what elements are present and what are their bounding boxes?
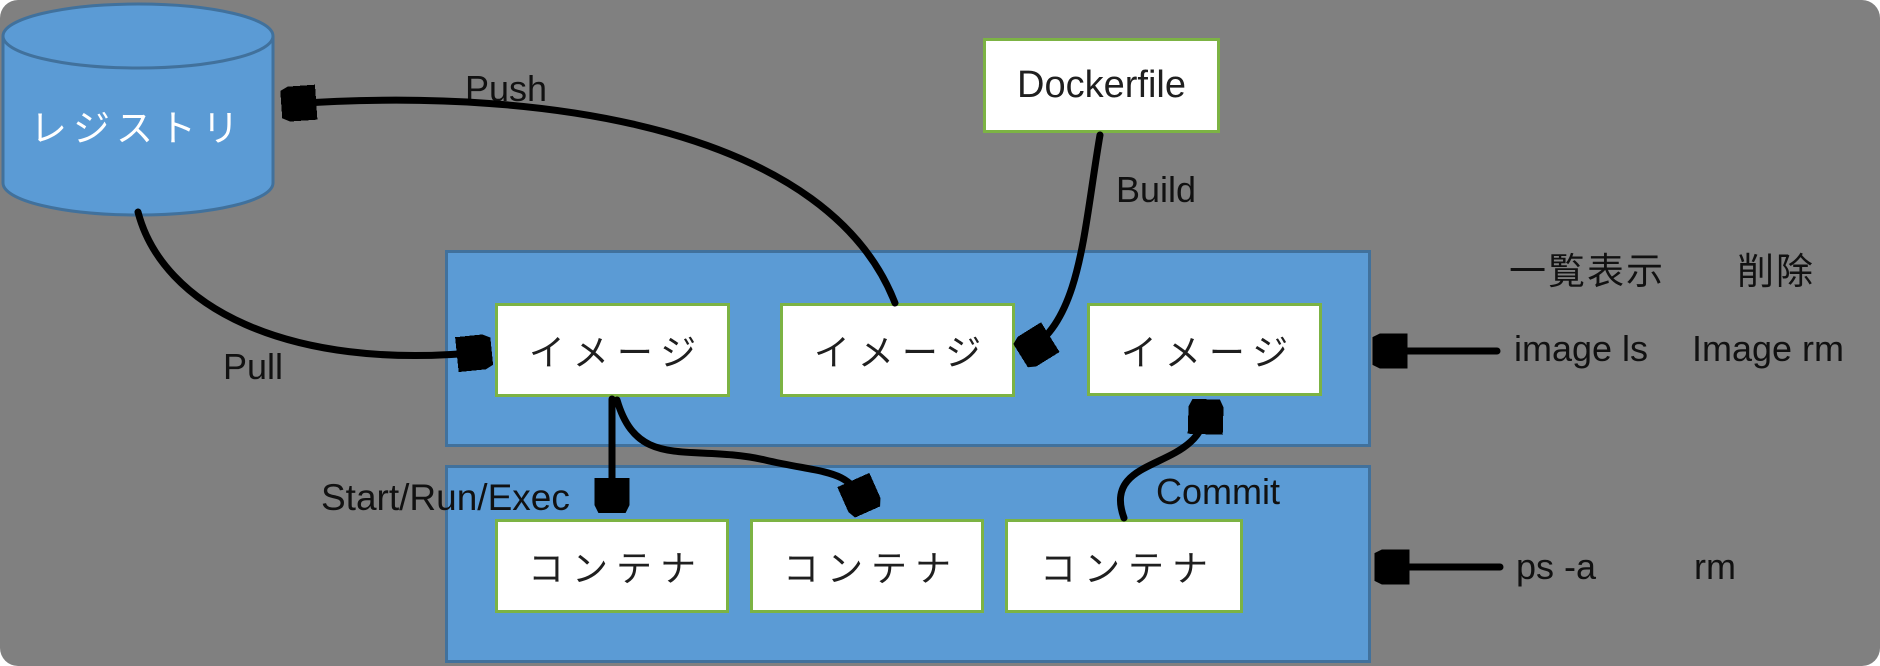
commit-label: Commit [1156, 471, 1280, 512]
container-node-3-label: コンテナ [1039, 548, 1216, 589]
pull-label: Pull [223, 346, 284, 387]
image-node-2: イメージ [780, 303, 1015, 397]
delete-header-label: 削除 [1737, 251, 1815, 292]
image-node-2-label: イメージ [813, 332, 990, 373]
image-node-3: イメージ [1087, 303, 1322, 396]
container-node-2: コンテナ [750, 519, 984, 613]
container-node-1-label: コンテナ [527, 548, 704, 589]
registry-cylinder [0, 0, 280, 222]
container-node-3: コンテナ [1005, 519, 1243, 613]
container-node-1: コンテナ [495, 519, 729, 613]
image-list-command: image ls [1514, 328, 1649, 369]
start-run-exec-label: Start/Run/Exec [321, 477, 570, 518]
image-node-1-label: イメージ [528, 332, 705, 373]
list-header-label: 一覧表示 [1509, 251, 1665, 292]
build-label: Build [1116, 169, 1197, 210]
image-remove-command: Image rm [1692, 328, 1845, 369]
dockerfile-label: Dockerfile [1017, 64, 1186, 106]
dockerfile-node: Dockerfile [983, 38, 1220, 133]
container-list-command: ps -a [1516, 546, 1597, 587]
pull-arrow [134, 208, 483, 356]
image-node-1: イメージ [495, 303, 730, 397]
registry-label: レジストリ [30, 108, 245, 149]
push-label: Push [465, 68, 548, 109]
container-node-2-label: コンテナ [782, 548, 959, 589]
cylinder-shape [1, 2, 275, 217]
image-node-3-label: イメージ [1120, 331, 1297, 373]
container-remove-command: rm [1694, 546, 1736, 587]
